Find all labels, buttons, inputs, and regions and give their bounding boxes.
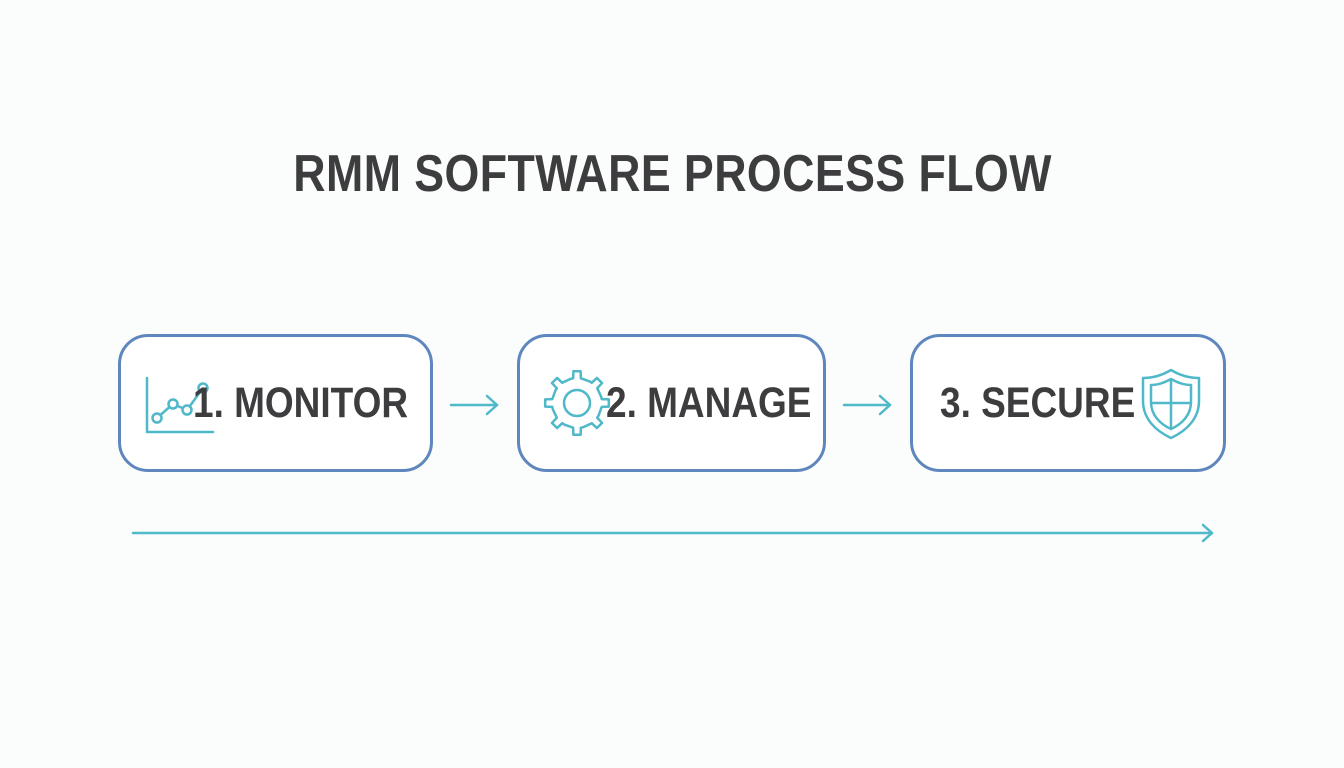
step-label-manage: 2. MANAGE (606, 379, 812, 427)
step-label-monitor: 1. MONITOR (193, 379, 409, 427)
step-secure: 3. SECURE (910, 334, 1226, 472)
line-chart-icon (143, 374, 215, 438)
diagram-title: RMM SOFTWARE PROCESS FLOW (293, 145, 1052, 203)
arrow-right-icon (842, 390, 894, 425)
step-manage: 2. MANAGE (517, 334, 826, 472)
shield-icon (1139, 367, 1203, 441)
step-label-secure: 3. SECURE (940, 379, 1136, 427)
timeline-arrow (130, 520, 1220, 551)
step-monitor: 1. MONITOR (118, 334, 433, 472)
arrow-right-icon (449, 390, 501, 425)
gear-icon (542, 368, 612, 438)
